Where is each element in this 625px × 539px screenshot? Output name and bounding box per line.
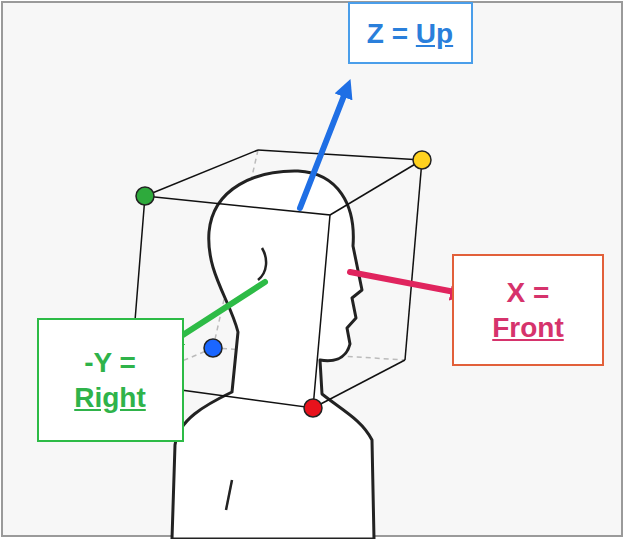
axis-label-box: -Y =Right — [37, 318, 184, 442]
axis-label-box: Z = Up — [348, 2, 473, 64]
axis-label: X =Front — [492, 275, 564, 345]
axis-label-box: X =Front — [452, 254, 604, 366]
axis-arrows — [172, 88, 460, 342]
head-silhouette — [172, 171, 374, 539]
axis-label: Z = Up — [367, 16, 453, 51]
axis-label: -Y =Right — [74, 345, 146, 415]
